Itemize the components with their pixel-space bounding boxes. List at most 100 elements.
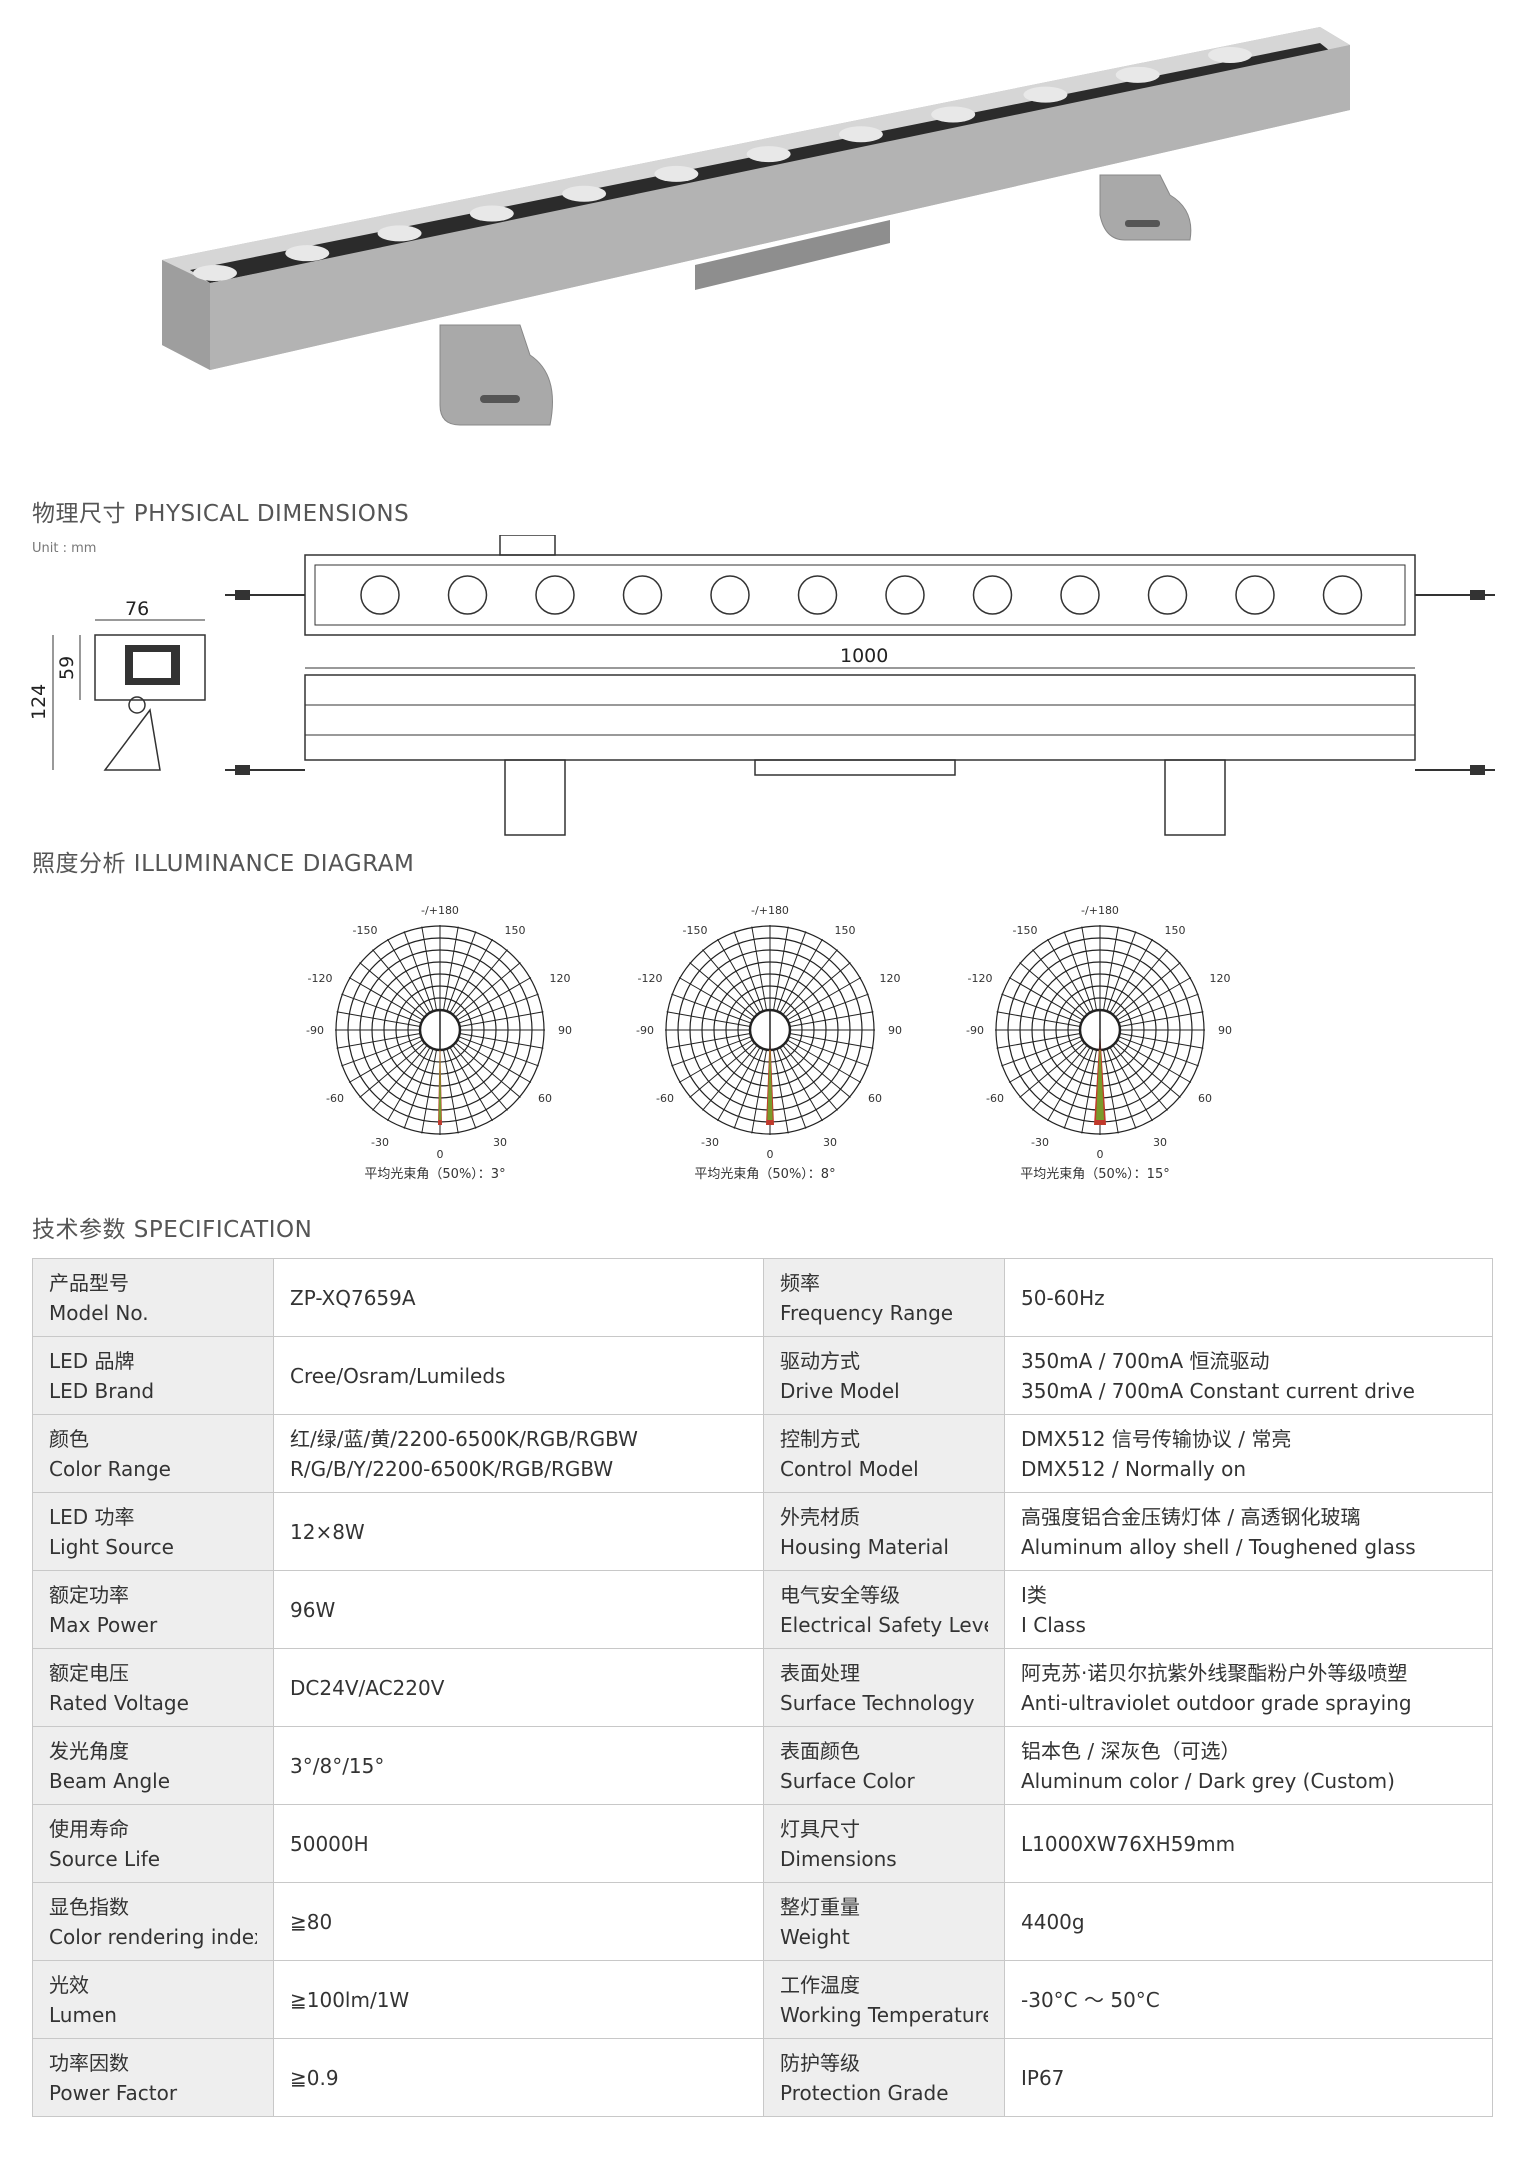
beam-caption-15: 平均光束角（50%）：15°: [1020, 1167, 1170, 1182]
polar-angle-label: 90: [1218, 1024, 1232, 1037]
spec-value: ≧0.9: [273, 2038, 764, 2117]
dim-height-total: 124: [28, 684, 50, 720]
product-led-lens: [562, 185, 607, 202]
spec-value-line: ≧80: [290, 1909, 333, 1934]
spec-label-line: 表面颜色: [780, 1738, 860, 1763]
spec-label-line: 显色指数: [49, 1894, 129, 1919]
polar-angle-label: -/+180: [1081, 904, 1119, 917]
spec-label-line: 整灯重量: [780, 1894, 860, 1919]
spec-label-line: LED Brand: [49, 1378, 155, 1403]
spec-label-line: Power Factor: [49, 2080, 178, 2105]
spec-value-line: ≧0.9: [290, 2065, 339, 2090]
spec-value-line: 红/绿/蓝/黄/2200-6500K/RGB/RGBW: [290, 1426, 638, 1451]
spec-value-line: 96W: [290, 1597, 336, 1622]
dim-length: 1000: [840, 645, 888, 667]
spec-label-line: 额定功率: [49, 1582, 129, 1607]
spec-label-line: 电气安全等级: [780, 1582, 900, 1607]
spec-label-line: 功率因数: [49, 2050, 129, 2075]
spec-value: 96W: [273, 1570, 764, 1649]
spec-value: Cree/Osram/Lumileds: [273, 1336, 764, 1415]
spec-value-line: 阿克苏·诺贝尔抗紫外线聚酯粉户外等级喷塑: [1021, 1660, 1408, 1685]
product-led-lens: [1115, 66, 1160, 83]
spec-label-line: Electrical Safety Level: [780, 1612, 988, 1637]
beam-shape-inner: [438, 1040, 442, 1120]
drawing-led-lens: [972, 575, 1013, 615]
drawing-led-lens: [1322, 575, 1363, 615]
mounting-bracket-right: [1099, 174, 1192, 241]
spec-label-line: Beam Angle: [49, 1768, 171, 1793]
spec-value-line: 350mA / 700mA 恒流驱动: [1021, 1348, 1270, 1373]
polar-angle-label: -30: [1031, 1136, 1049, 1149]
spec-value-line: Cree/Osram/Lumileds: [290, 1363, 506, 1388]
spec-label-line: 光效: [49, 1972, 89, 1997]
drawing-led-lens: [535, 575, 575, 615]
polar-angle-label: -60: [986, 1092, 1004, 1105]
drawing-led-lens: [710, 575, 750, 615]
spec-label-line: Model No.: [49, 1300, 149, 1325]
drawing-led-lens: [360, 575, 400, 615]
spec-label-line: 驱动方式: [780, 1348, 860, 1373]
polar-angle-label: -150: [1013, 924, 1038, 937]
spec-label-line: 外壳材质: [780, 1504, 860, 1529]
spec-value-line: L1000XW76XH59mm: [1021, 1831, 1236, 1856]
spec-value: 3°/8°/15°: [273, 1726, 764, 1805]
spec-value-line: IP67: [1021, 2065, 1065, 2090]
drawing-led-lens: [1235, 575, 1275, 615]
product-led-lens: [469, 205, 514, 222]
spec-label-line: 控制方式: [780, 1426, 860, 1451]
spec-value-line: 3°/8°/15°: [290, 1753, 385, 1778]
spec-label: 电气安全等级 Electrical Safety Level: [763, 1570, 1005, 1649]
spec-label-line: 发光角度: [49, 1738, 129, 1763]
spec-label-line: Source Life: [49, 1846, 161, 1871]
spec-label-line: Frequency Range: [780, 1300, 954, 1325]
end-view-drawing: 76 59 124: [28, 598, 206, 771]
spec-value-line: 4400g: [1021, 1909, 1085, 1934]
spec-label-line: 额定电压: [49, 1660, 129, 1685]
driver-box: [695, 220, 890, 290]
spec-label-line: Working Temperature: [780, 2002, 988, 2027]
spec-value-line: DMX512 信号传输协议 / 常亮: [1021, 1426, 1292, 1451]
product-led-lens: [377, 225, 422, 242]
polar-angle-label: 0: [1097, 1148, 1104, 1161]
product-led-lens: [838, 126, 883, 143]
polar-angle-label: 0: [767, 1148, 774, 1161]
product-led-lens: [931, 106, 976, 123]
spec-value-line: Ⅰ类: [1021, 1582, 1047, 1607]
polar-angle-label: 30: [493, 1136, 507, 1149]
beam-shape-inner: [1096, 1040, 1104, 1120]
spec-value-line: Aluminum alloy shell / Toughened glass: [1021, 1534, 1416, 1559]
drawing-led-lens: [447, 575, 488, 615]
spec-value-line: 12×8W: [290, 1519, 365, 1544]
product-led-lens: [285, 245, 330, 262]
spec-value-line: DMX512 / Normally on: [1021, 1456, 1247, 1481]
polar-angle-label: 150: [835, 924, 856, 937]
polar-angle-label: -120: [638, 972, 663, 985]
product-led-lens: [1208, 47, 1252, 63]
beam-caption-3: 平均光束角（50%）：3°: [364, 1167, 506, 1182]
spec-value: 铝本色 / 深灰色（可选）Aluminum color / Dark grey …: [1004, 1726, 1493, 1805]
polar-angle-label: 150: [1165, 924, 1186, 937]
polar-angle-label: -60: [656, 1092, 674, 1105]
drawing-led-lens: [797, 575, 838, 615]
section-physical-title: 物理尺寸 PHYSICAL DIMENSIONS: [32, 501, 410, 527]
spec-label-line: Dimensions: [780, 1846, 897, 1871]
spec-value: L1000XW76XH59mm: [1004, 1804, 1493, 1883]
spec-label-line: 颜色: [49, 1426, 89, 1451]
spec-value-line: 铝本色 / 深灰色（可选）: [1021, 1738, 1241, 1763]
spec-value-line: ≧100lm/1W: [290, 1987, 410, 2012]
drawing-led-lens: [1147, 575, 1188, 615]
